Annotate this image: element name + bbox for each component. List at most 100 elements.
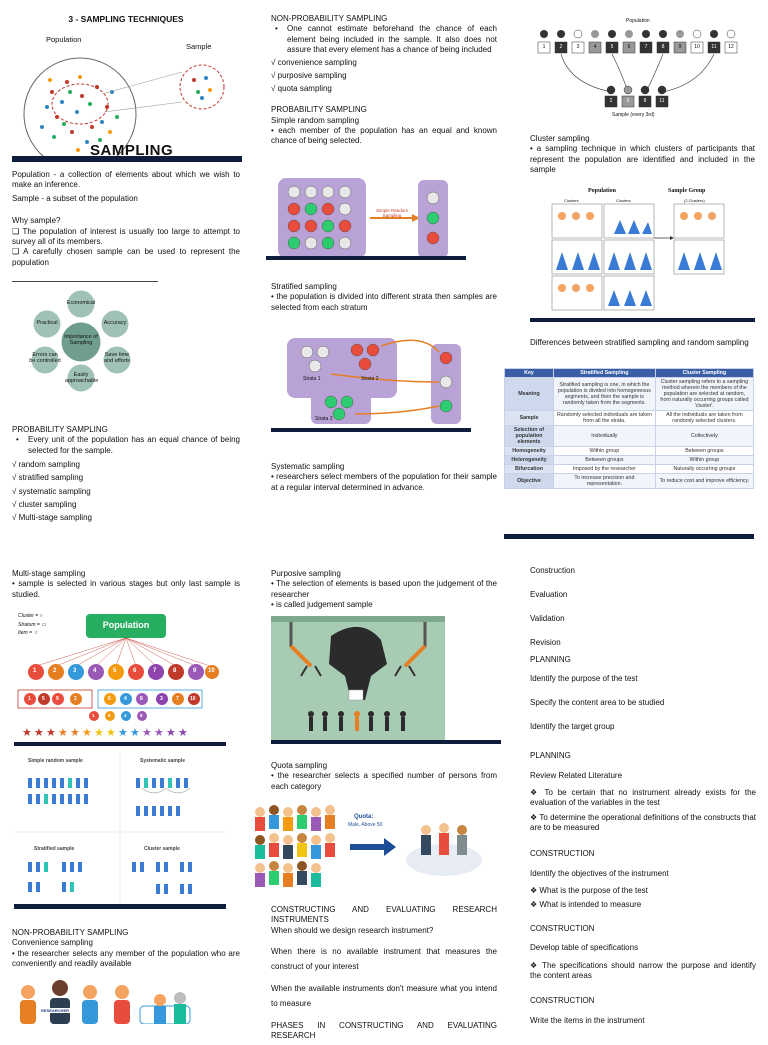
clusters-label: Clusters xyxy=(564,198,579,203)
svg-text:★: ★ xyxy=(70,727,80,739)
cer-answer-2: When the available instruments don't mea… xyxy=(271,983,497,1008)
quota-text: • the researcher selects a specified num… xyxy=(271,771,497,791)
def-population: Population - a collection of elements ab… xyxy=(12,170,240,190)
fig-sample-label: Sample xyxy=(186,42,212,51)
table-row: Sample Randomly selected individuals are… xyxy=(504,410,755,426)
strata-label: Strata 3 xyxy=(315,416,333,422)
quota-sub-label: Male, Above 50 xyxy=(348,822,383,828)
prob-list-item: √ cluster sampling xyxy=(12,499,77,509)
table-row: Meaning Stratified sampling is one, in w… xyxy=(504,377,755,411)
purp-block: Purposive sampling • The selection of el… xyxy=(271,569,497,614)
multistage-figure: ★★★ ★★★ ★★★ ★★★ ★★ Cluster = ○ Stratum =… xyxy=(14,608,226,744)
purposive-figure xyxy=(271,616,445,740)
two-clusters-label: (2 Clusters) xyxy=(684,198,705,203)
legend-stratum: Stratum = xyxy=(18,621,42,628)
pop-number: 11 xyxy=(711,44,717,50)
col6-line: Review Related Literature xyxy=(530,771,623,780)
importance-item: Practical xyxy=(36,320,58,326)
srs-figure: Simple Random Sampling xyxy=(266,174,466,260)
nonprob-title-2: NON-PROBABILITY SAMPLING xyxy=(12,928,129,937)
col6-line: Evaluation xyxy=(530,590,568,599)
cer-title: CONSTRUCTING AND EVALUATING RESEARCH INS… xyxy=(271,905,497,925)
pop-number: 8 xyxy=(661,44,665,50)
srs-text: • each member of the population has an e… xyxy=(271,125,497,146)
col6-line: Identify the purpose of the test xyxy=(530,674,638,683)
banner-bar xyxy=(12,156,242,162)
researcher-label: RESEARCHER xyxy=(40,1008,71,1013)
svg-text:★: ★ xyxy=(118,727,128,739)
col6-line: ❖ To be certain that no instrument alrea… xyxy=(530,788,756,808)
pop-number: 3 xyxy=(576,44,580,50)
col6-line: Revision xyxy=(530,638,561,647)
strat-block: Stratified sampling • the population is … xyxy=(271,282,497,316)
col6-line: CONSTRUCTION xyxy=(530,996,595,1005)
purp-title: Purposive sampling xyxy=(271,569,341,578)
svg-text:★: ★ xyxy=(166,727,176,739)
sample-number: 5 xyxy=(626,98,630,104)
col6-line: Construction xyxy=(530,566,575,575)
col6-line: ❖ What is the purpose of the test xyxy=(530,886,648,895)
sys-block: Systematic sampling • researchers select… xyxy=(271,462,497,496)
pop-number: 4 xyxy=(593,44,597,50)
svg-text:★: ★ xyxy=(82,727,92,739)
importance-item: Easily approachable xyxy=(65,372,99,384)
col6-line: CONSTRUCTION xyxy=(530,924,595,933)
legend-cluster: Cluster = xyxy=(18,613,40,619)
pop-number: 10 xyxy=(694,44,700,50)
footbar xyxy=(271,740,501,744)
quota-block: Quota sampling • the researcher selects … xyxy=(271,761,497,795)
cluster-block: Cluster sampling • a sampling technique … xyxy=(530,134,755,179)
svg-text:★: ★ xyxy=(178,727,188,739)
prob-list-item: √ random sampling xyxy=(12,460,80,470)
pop-number: 5 xyxy=(610,44,614,50)
quota-figure: Quota: Male, Above 50 xyxy=(250,800,484,896)
nonprob-bullet: One cannot estimate beforehand the chanc… xyxy=(287,24,497,55)
strata-label: Strata 1 xyxy=(303,376,321,382)
svg-text:★: ★ xyxy=(94,727,104,739)
diff-table: Key Stratified Sampling Cluster Sampling… xyxy=(504,368,755,489)
prob-list-item: √ Multi-stage sampling xyxy=(12,512,92,522)
purp-text-1: • The selection of elements is based upo… xyxy=(271,579,497,599)
prob-title-2: PROBABILITY SAMPLING xyxy=(271,105,367,115)
col6-line: CONSTRUCTION xyxy=(530,849,595,858)
col6-line: ❖ The specifications should narrow the p… xyxy=(530,961,756,981)
srs-title: Simple random sampling xyxy=(271,115,360,125)
footbar xyxy=(504,534,754,539)
col6-line: PLANNING xyxy=(530,751,571,760)
cluster-title: Cluster sampling xyxy=(530,134,590,143)
why-sample-title: Why sample? xyxy=(12,216,61,226)
multistage-population: Population xyxy=(102,620,150,630)
cer-question: When should we design research instrumen… xyxy=(271,925,434,935)
col6-line: ❖ To determine the operational definitio… xyxy=(530,813,756,833)
pop-number: 2 xyxy=(559,44,563,50)
nonprob-list-item: √ convenience sampling xyxy=(271,57,357,67)
importance-item: Accuracy xyxy=(103,320,127,326)
importance-item: Economical xyxy=(66,300,96,306)
sampling-illustration: Population Sample SAMPLING xyxy=(12,32,242,160)
sample-number: 11 xyxy=(659,98,665,104)
nonprob-title: NON-PROBABILITY SAMPLING xyxy=(271,14,388,23)
quota-label: Quota: xyxy=(354,814,374,820)
col-2: NON-PROBABILITY SAMPLING •One cannot est… xyxy=(271,14,497,146)
legend-item: Item = xyxy=(18,630,34,636)
sample-number: 8 xyxy=(643,98,647,104)
nonprob-list-item: √ quota sampling xyxy=(271,83,332,93)
conv-title: Convenience sampling xyxy=(12,938,93,948)
strat-text: • the population is divided into differe… xyxy=(271,292,497,312)
fig-population-label: Population xyxy=(46,35,82,44)
quad-label: Cluster sample xyxy=(144,846,180,852)
quota-title: Quota sampling xyxy=(271,761,328,770)
diff-block: Differences between stratified sampling … xyxy=(530,338,755,351)
prob-title: PROBABILITY SAMPLING xyxy=(12,425,108,434)
multi-title: Multi-stage sampling xyxy=(12,569,86,578)
cluster-sample-group-label: Sample Group xyxy=(668,188,706,194)
footbar xyxy=(530,318,755,322)
table-row: Selection of population elements Individ… xyxy=(504,425,755,447)
col-6: Construction Evaluation Validation Revis… xyxy=(530,0,756,1025)
importance-item: Save time and efforts xyxy=(104,352,130,364)
col6-line: Write the items in the instrument xyxy=(530,1016,645,1025)
def-sample: Sample - a subset of the population xyxy=(12,193,138,203)
col6-line: Develop table of specifications xyxy=(530,943,639,952)
why-sample-1: ❑ The population of interest is usually … xyxy=(12,226,240,246)
prob-sampling-block: PROBABILITY SAMPLING •Every unit of the … xyxy=(12,425,240,524)
